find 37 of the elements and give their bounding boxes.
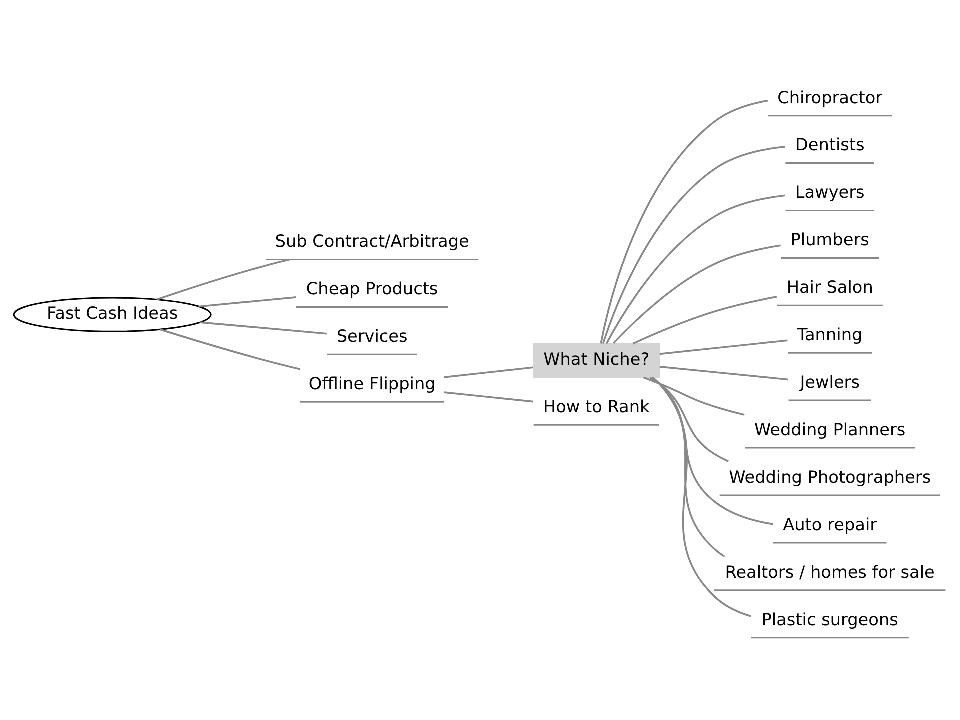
node-text: Chiropractor bbox=[778, 87, 883, 108]
connector bbox=[650, 377, 729, 462]
node-text: Jewlers bbox=[800, 372, 860, 392]
node-text: Wedding Photographers bbox=[729, 466, 932, 487]
node-text: Cheap Products bbox=[306, 278, 438, 299]
connector bbox=[606, 194, 786, 344]
node-text: Hair Salon bbox=[786, 277, 874, 298]
connector bbox=[160, 328, 300, 370]
connector bbox=[200, 322, 328, 335]
node-text: Wedding Planners bbox=[754, 419, 906, 440]
connector bbox=[444, 392, 534, 403]
connector bbox=[198, 296, 297, 308]
node-text: Services bbox=[336, 326, 408, 346]
node-text: Realtors / homes for sale bbox=[725, 562, 935, 582]
node-text: Dentists bbox=[795, 134, 865, 155]
connector bbox=[660, 366, 789, 381]
connector bbox=[444, 366, 534, 378]
connector bbox=[643, 376, 745, 416]
node-text: Sub Contract/Arbitrage bbox=[275, 231, 470, 252]
node-box: What Niche? bbox=[533, 343, 660, 378]
connector bbox=[652, 377, 726, 558]
connector bbox=[600, 100, 768, 344]
connector bbox=[602, 146, 786, 344]
node-ellipse: Fast Cash Ideas bbox=[13, 297, 212, 332]
node-text: How to Rank bbox=[543, 396, 650, 417]
node-text: Lawyers bbox=[795, 182, 865, 202]
connector bbox=[156, 258, 290, 301]
connector bbox=[632, 296, 778, 345]
connector bbox=[660, 340, 788, 356]
connector bbox=[652, 377, 752, 618]
node-text: Tanning bbox=[798, 324, 863, 345]
connector bbox=[651, 377, 774, 526]
node-text: Offline Flipping bbox=[308, 374, 436, 394]
connector bbox=[612, 244, 781, 344]
node-text: Plumbers bbox=[790, 230, 870, 250]
node-text: Auto repair bbox=[783, 514, 878, 534]
node-text: Plastic surgeons bbox=[762, 609, 898, 630]
